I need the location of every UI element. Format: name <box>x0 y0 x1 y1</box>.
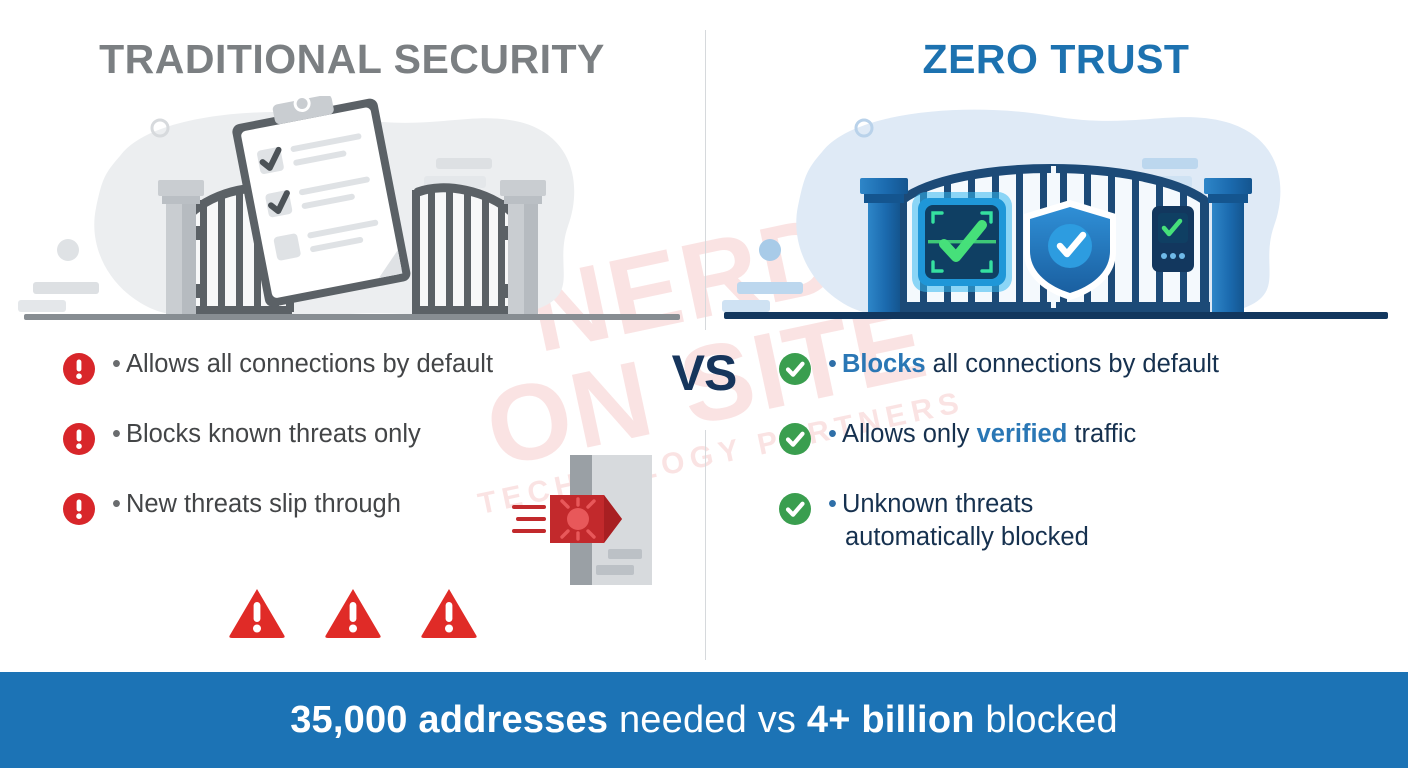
gate-leaf-right <box>412 183 519 315</box>
zero-trust-column: ZERO TRUST <box>704 0 1408 660</box>
decor-dash-2 <box>722 300 770 312</box>
bullet-row: •Allows all connections by default <box>62 348 704 392</box>
alert-circle-icon <box>62 352 96 386</box>
bullet-lead: Allows only <box>841 420 977 448</box>
zero-trust-bullet-list: •Blocks all connections by default •Allo… <box>0 348 1408 580</box>
bullet-row: •New threats slip through <box>62 488 704 532</box>
bullet-row: •Unknown threats automatically blocked <box>778 488 1408 554</box>
decor-dot <box>57 239 79 261</box>
decor-dash-3 <box>436 158 492 169</box>
decor-dash-1 <box>33 282 99 294</box>
column-divider-top <box>705 30 706 330</box>
alert-circle-icon <box>62 422 96 456</box>
bullet-dot: • <box>112 420 121 448</box>
bullet-label: traffic <box>1067 420 1137 448</box>
biometric-scanner-icon <box>912 192 1012 292</box>
vs-label: VS <box>671 345 738 401</box>
bullet-dot: • <box>828 490 837 518</box>
traditional-bullet-list: •Allows all connections by default •Bloc… <box>0 348 704 558</box>
traditional-security-title: TRADITIONAL SECURITY <box>99 36 605 82</box>
bullet-dot: • <box>828 350 837 378</box>
warning-triangle-icon <box>324 586 382 645</box>
gate-pillar-left <box>158 180 206 314</box>
decor-dash-3 <box>1142 158 1198 169</box>
banner-connector-1: needed vs <box>608 698 807 741</box>
banner-stat-1: 35,000 addresses <box>290 698 609 741</box>
banner-text: 35,000 addresses needed vs 4+ billion bl… <box>290 699 1118 742</box>
bullet-text: •Allows only verified traffic <box>828 418 1136 451</box>
bullet-row: •Blocks all connections by default <box>778 348 1408 392</box>
bullet-text: •New threats slip through <box>112 488 401 521</box>
bullet-dot: • <box>112 350 121 378</box>
decor-dash-2 <box>18 300 66 312</box>
gate-pillar-left <box>860 178 908 313</box>
bullet-row: •Allows only verified traffic <box>778 418 1408 462</box>
closed-gate-illustration <box>704 96 1408 328</box>
gate-pillar-right <box>1204 178 1252 313</box>
warning-triangle-icon <box>228 586 286 645</box>
gate-pillar-right <box>498 180 546 314</box>
bullet-highlight: Blocks <box>841 350 926 378</box>
warning-triangle-icon <box>420 586 478 645</box>
banner-connector-2: blocked <box>974 698 1118 741</box>
traditional-security-column: TRADITIONAL SECURITY <box>0 0 704 660</box>
bullet-text: •Unknown threats automatically blocked <box>828 488 1089 554</box>
decor-dash-1 <box>737 282 803 294</box>
ground-line <box>24 314 680 320</box>
bullet-text: •Blocks known threats only <box>112 418 421 451</box>
bullet-label-line2: automatically blocked <box>845 523 1089 551</box>
decor-dot <box>759 239 781 261</box>
checklist-clipboard <box>232 96 411 307</box>
column-divider-bottom <box>705 430 706 660</box>
open-gate-illustration <box>0 96 704 328</box>
zero-trust-title: ZERO TRUST <box>922 36 1190 82</box>
check-circle-icon <box>778 492 812 526</box>
access-keypad-icon <box>1152 206 1194 272</box>
bullet-text: •Blocks all connections by default <box>828 348 1219 381</box>
bullet-dot: • <box>112 490 121 518</box>
decor-circle-outline <box>150 118 170 138</box>
bullet-highlight: verified <box>976 420 1068 448</box>
bullet-label: New threats slip through <box>125 490 401 518</box>
warning-status-row <box>228 586 478 645</box>
bullet-row: •Blocks known threats only <box>62 418 704 462</box>
bullet-label: all connections by default <box>925 350 1219 378</box>
bullet-text: •Allows all connections by default <box>112 348 493 381</box>
bottom-banner: 35,000 addresses needed vs 4+ billion bl… <box>0 672 1408 768</box>
bullet-dot: • <box>828 420 837 448</box>
bullet-label: Blocks known threats only <box>125 420 421 448</box>
banner-stat-2: 4+ billion <box>806 698 975 741</box>
bug-icon <box>550 495 622 543</box>
alert-circle-icon <box>62 492 96 526</box>
shield-check-icon <box>1024 200 1116 300</box>
malware-bug-passing-through-wall <box>512 455 672 590</box>
bullet-label: Unknown threats <box>841 490 1034 518</box>
decor-circle-outline <box>854 118 874 138</box>
check-circle-icon <box>778 422 812 456</box>
check-circle-icon <box>778 352 812 386</box>
bullet-label: Allows all connections by default <box>125 350 494 378</box>
ground-line <box>724 312 1388 319</box>
speed-lines <box>512 505 546 533</box>
